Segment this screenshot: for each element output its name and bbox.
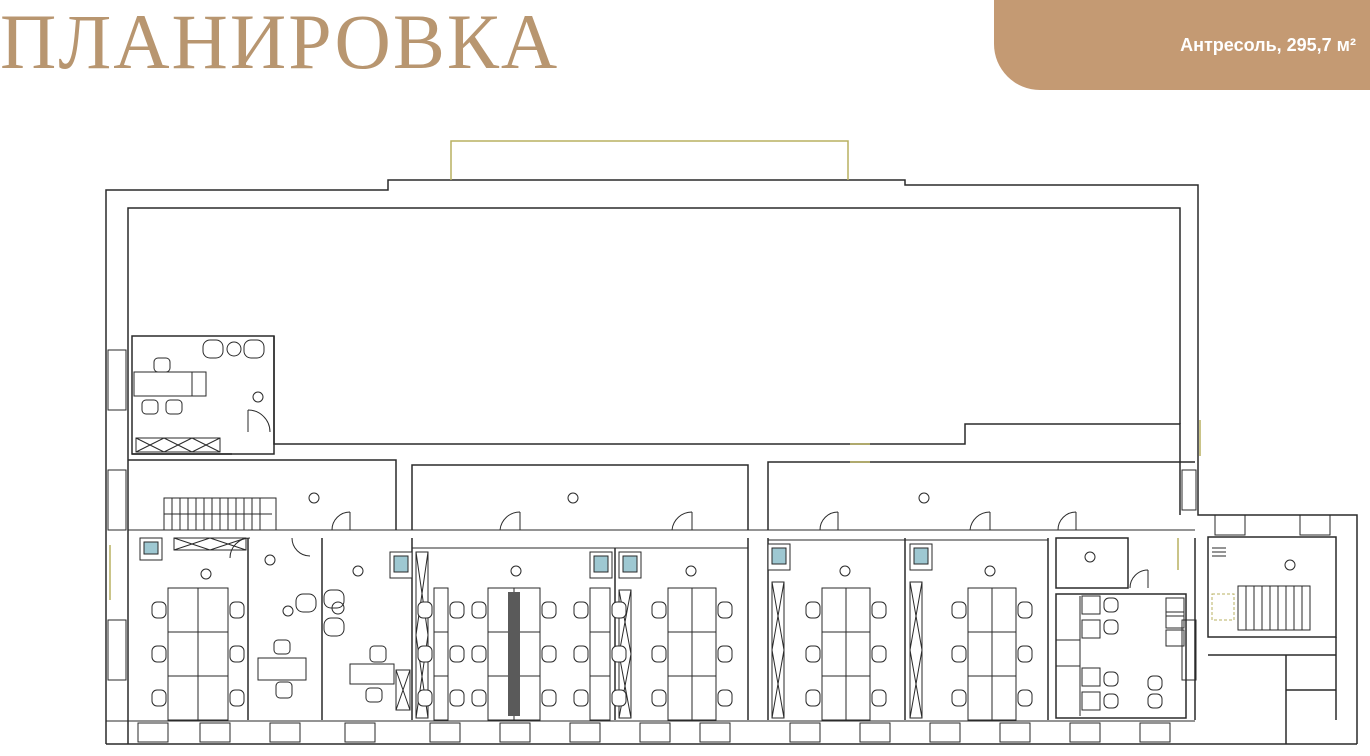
chair	[805, 601, 821, 619]
chair	[229, 689, 245, 707]
desk	[589, 675, 611, 721]
desk	[991, 631, 1017, 677]
chair	[471, 689, 487, 707]
desk	[845, 587, 871, 633]
desk	[967, 675, 993, 721]
chair	[651, 689, 667, 707]
chair	[449, 689, 465, 707]
desk	[167, 675, 199, 721]
chair	[229, 645, 245, 663]
chair	[717, 689, 733, 707]
chair	[951, 601, 967, 619]
door-opening	[109, 420, 1201, 600]
desk	[691, 631, 717, 677]
chair	[151, 601, 167, 619]
chair	[573, 601, 589, 619]
chair	[651, 601, 667, 619]
chair	[541, 601, 557, 619]
chair	[805, 645, 821, 663]
chair	[471, 645, 487, 663]
chair	[611, 601, 627, 619]
chair	[717, 601, 733, 619]
chair	[573, 689, 589, 707]
room-markers	[200, 391, 1296, 617]
desk	[167, 587, 199, 633]
desk	[821, 675, 847, 721]
desk	[821, 587, 847, 633]
floor-badge: Антресоль, 295,7 м²	[994, 0, 1370, 90]
desk	[691, 587, 717, 633]
stair-icon	[163, 497, 277, 531]
windows	[107, 349, 1331, 743]
desk	[589, 587, 611, 633]
desk	[197, 587, 229, 633]
chair	[871, 645, 887, 663]
desk	[991, 587, 1017, 633]
desk	[821, 631, 847, 677]
desk	[433, 587, 449, 633]
desk-icon	[167, 587, 1017, 721]
desk	[845, 675, 871, 721]
chair	[471, 601, 487, 619]
chair	[449, 601, 465, 619]
desk	[167, 631, 199, 677]
chair	[573, 645, 589, 663]
chair	[871, 689, 887, 707]
chair-icon	[151, 601, 1033, 707]
chair	[651, 645, 667, 663]
cabinets	[135, 437, 923, 719]
chair	[1017, 645, 1033, 663]
desk	[991, 675, 1017, 721]
meeting-table	[133, 339, 265, 415]
chair	[449, 645, 465, 663]
chair	[717, 645, 733, 663]
chair	[1017, 689, 1033, 707]
chair	[611, 689, 627, 707]
walls	[105, 140, 1358, 745]
desk	[589, 631, 611, 677]
chair	[611, 645, 627, 663]
chair	[151, 689, 167, 707]
desk	[667, 631, 693, 677]
desk	[691, 675, 717, 721]
chair	[1017, 601, 1033, 619]
desk	[197, 631, 229, 677]
chair	[541, 689, 557, 707]
furniture	[257, 547, 1235, 716]
chair	[417, 601, 433, 619]
chair	[541, 645, 557, 663]
door-swing-icon	[229, 409, 1149, 589]
desk	[667, 675, 693, 721]
chair	[805, 689, 821, 707]
chair	[417, 645, 433, 663]
chair	[151, 645, 167, 663]
desk	[845, 631, 871, 677]
desk	[433, 675, 449, 721]
desk	[967, 587, 993, 633]
chair	[417, 689, 433, 707]
chair	[229, 601, 245, 619]
floor-badge-label: Антресоль, 295,7 м²	[1180, 34, 1356, 55]
chair	[951, 645, 967, 663]
desk	[667, 587, 693, 633]
desk	[967, 631, 993, 677]
chair	[871, 601, 887, 619]
chair-column	[508, 592, 520, 716]
chair	[951, 689, 967, 707]
desk	[197, 675, 229, 721]
printer-icon	[139, 537, 933, 579]
stair-icon	[1237, 585, 1311, 631]
desk	[433, 631, 449, 677]
page-title: ПЛАНИРОВКА	[0, 0, 560, 85]
